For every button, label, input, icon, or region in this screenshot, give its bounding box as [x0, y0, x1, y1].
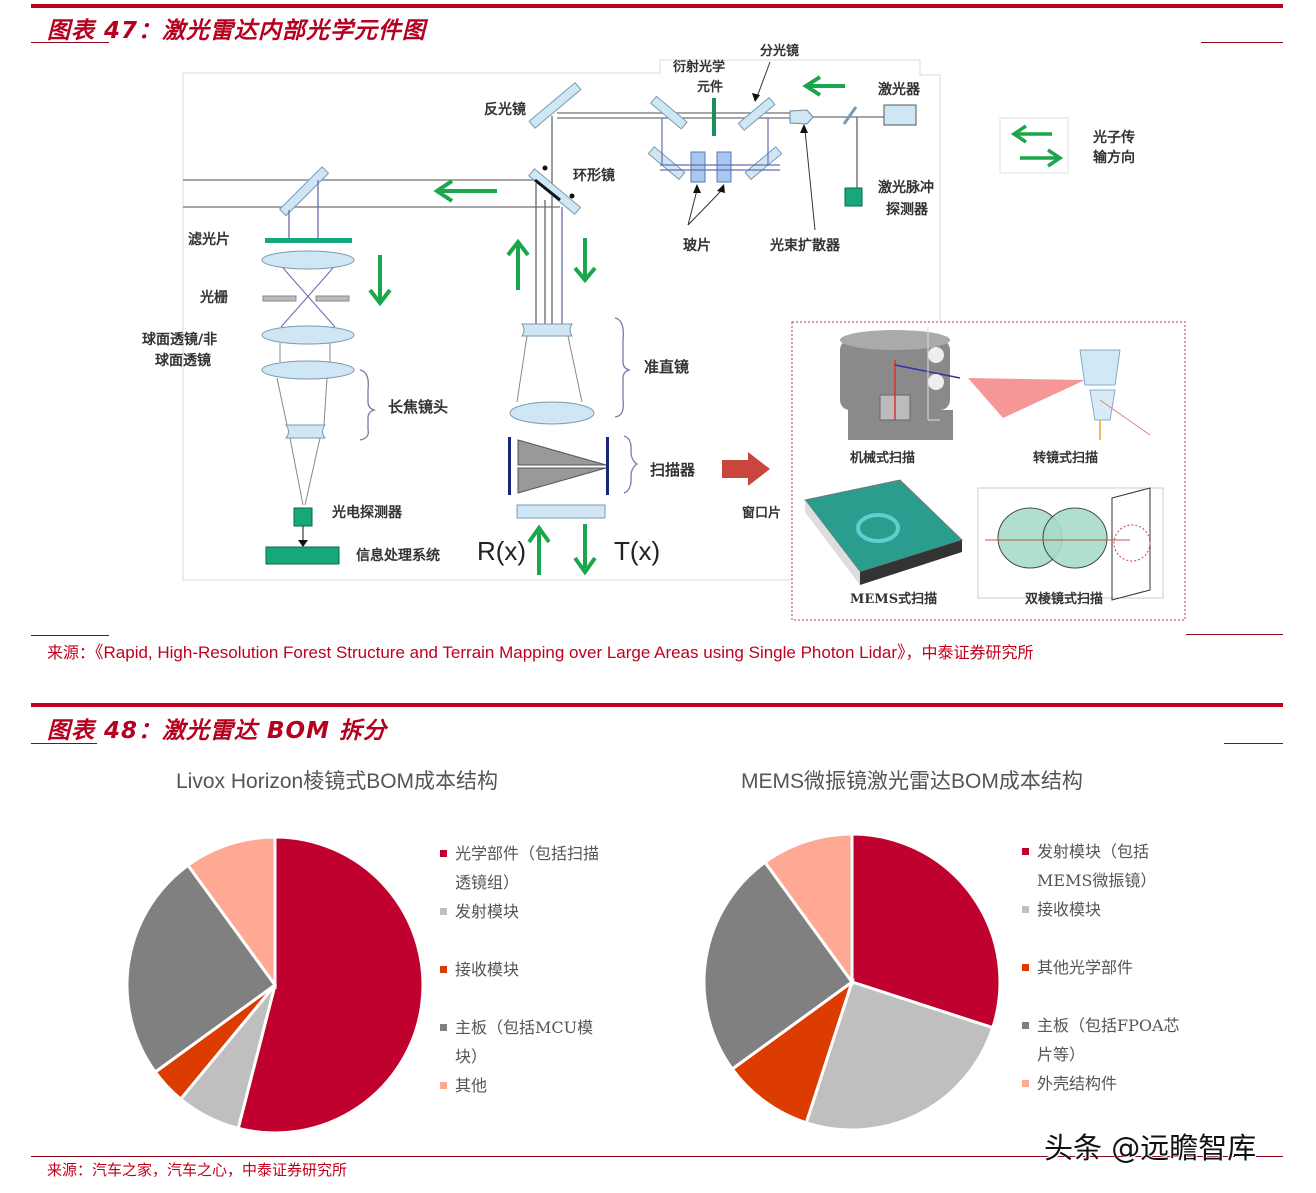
figure47-source-rule-right	[1186, 634, 1283, 635]
right-pie-chart	[702, 832, 1002, 1132]
label-ring-mirror: 环形镜	[573, 168, 615, 184]
label-laser: 激光器	[878, 82, 920, 98]
label-pulse-detector-1: 激光脉冲	[878, 180, 934, 196]
figure47-source-rule-left	[31, 635, 109, 636]
pie-slice	[730, 978, 855, 1125]
legend-swatch	[440, 850, 447, 857]
pie-slice	[185, 835, 277, 990]
label-reflector: 反光镜	[484, 102, 526, 118]
pie-slice	[702, 860, 855, 1072]
label-rx: R(x)	[477, 536, 527, 566]
legend-item: 发射模块	[440, 897, 599, 926]
label-diffractive-1: 衍射光学	[673, 60, 726, 75]
legend-item: 接收模块	[1022, 895, 1180, 924]
left-chart-legend: 光学部件（包括扫描透镜组） 发射模块 接收模块 主板（包括MCU模块） 其他	[440, 839, 599, 1100]
optical-diagram-drawing	[182, 59, 1186, 621]
figure47-source: 来源：《Rapid, High-Resolution Forest Struct…	[47, 638, 1034, 663]
legend-swatch	[440, 966, 447, 973]
legend-swatch	[1022, 964, 1029, 971]
label-lens-2: 球面透镜	[155, 353, 211, 369]
legend-swatch	[440, 1082, 447, 1089]
figure47-title: 图表 47：激光雷达内部光学元件图	[47, 18, 427, 44]
figure48-right-underline	[1224, 743, 1283, 744]
figure48-source: 来源：汽车之家，汽车之心，中泰证券研究所	[47, 1161, 348, 1179]
label-telephoto: 长焦镜头	[388, 398, 449, 416]
legend-item: 外壳结构件	[1022, 1069, 1180, 1098]
legend-swatch	[1022, 848, 1029, 855]
scan-type-risley-prism: 双棱镜式扫描	[1025, 592, 1104, 607]
legend-item: 主板（包括FPOA芯片等）	[1022, 1011, 1180, 1069]
scan-type-mechanical: 机械式扫描	[850, 451, 916, 466]
pie-slice	[804, 980, 995, 1132]
label-lens-1: 球面透镜/非	[142, 332, 218, 348]
label-photon-direction-1: 光子传	[1093, 130, 1135, 146]
pie-slice	[236, 835, 425, 1135]
legend-item: 接收模块	[440, 955, 599, 984]
label-beam-splitter: 分光镜	[760, 44, 800, 59]
pie-slice	[850, 832, 1002, 1030]
label-photodetector: 光电探测器	[332, 505, 402, 521]
left-pie-chart	[125, 835, 425, 1135]
legend-swatch	[1022, 1080, 1029, 1087]
legend-swatch	[1022, 1022, 1029, 1029]
right-chart-title: MEMS微振镜激光雷达BOM成本结构	[741, 770, 1083, 793]
label-photon-direction-2: 输方向	[1093, 150, 1135, 166]
label-collimator: 准直镜	[644, 358, 690, 376]
legend-item: 其他光学部件	[1022, 953, 1180, 982]
figure48-source-rule	[31, 1156, 1283, 1157]
figure48-top-rule	[31, 703, 1283, 707]
figure47-top-rule	[31, 4, 1283, 8]
figure47-right-underline	[1201, 42, 1283, 43]
label-glass-plates: 玻片	[683, 238, 711, 254]
legend-item: 其他	[440, 1071, 599, 1100]
label-grating: 光栅	[200, 290, 228, 306]
legend-swatch	[440, 1024, 447, 1031]
left-chart-title: Livox Horizon棱镜式BOM成本结构	[176, 770, 499, 793]
legend-item: 光学部件（包括扫描透镜组）	[440, 839, 599, 897]
legend-item: 主板（包括MCU模块）	[440, 1013, 599, 1071]
source-paper-title: 《Rapid, High-Resolution Forest Structure…	[95, 643, 906, 662]
watermark: 头条 @远瞻智库	[1044, 1131, 1257, 1165]
label-filter: 滤光片	[188, 232, 230, 248]
label-tx: T(x)	[614, 536, 661, 566]
figure48-title: 图表 48：激光雷达 BOM 拆分	[47, 718, 387, 744]
label-diffractive-2: 元件	[697, 80, 724, 95]
figure47-title-underline	[31, 42, 109, 43]
source-suffix: ，中泰证券研究所	[905, 643, 1034, 662]
label-pulse-detector-2: 探测器	[886, 202, 928, 218]
label-scanner: 扫描器	[650, 461, 696, 479]
scan-type-rotating-mirror: 转镜式扫描	[1033, 451, 1099, 466]
label-beam-expander: 光束扩散器	[770, 238, 840, 254]
figure48-title-underline	[31, 743, 97, 744]
optical-diagram: 反光镜 衍射光学 元件 分光镜 激光器 环形镜 玻片 光束扩散器 激光脉冲 探测…	[120, 44, 1200, 628]
scan-type-mems: MEMS式扫描	[850, 592, 938, 607]
legend-swatch	[440, 908, 447, 915]
source-prefix: 来源：	[47, 643, 96, 662]
pie-slice	[125, 863, 278, 1075]
legend-swatch	[1022, 906, 1029, 913]
label-window: 窗口片	[742, 506, 782, 521]
pie-slice	[762, 832, 854, 987]
label-info-system: 信息处理系统	[356, 548, 440, 564]
